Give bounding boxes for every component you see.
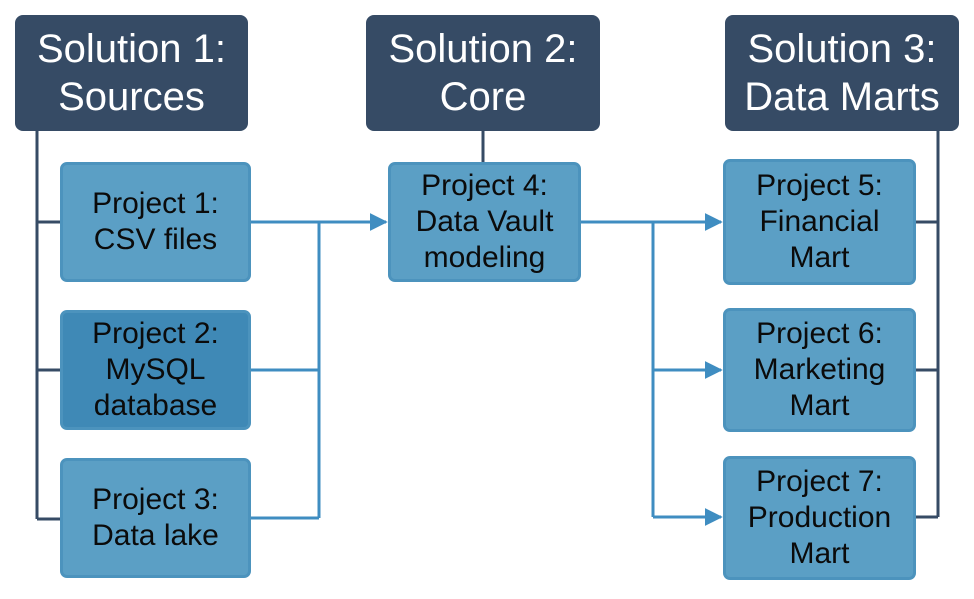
project-7-production-mart-box[interactable]: Project 7: Production Mart [723,456,916,580]
project-4-data-vault-modeling-box[interactable]: Project 4: Data Vault modeling [388,162,581,282]
project-2-mysql-database-box[interactable]: Project 2: MySQL database [60,310,251,430]
project-5-financial-mart-box[interactable]: Project 5: Financial Mart [723,159,916,285]
solution-1-sources-box[interactable]: Solution 1: Sources [15,15,248,131]
flow-connector-core-to-marts [581,213,723,526]
project-1-csv-files-box[interactable]: Project 1: CSV files [60,162,251,282]
hierarchy-connector-solution-1 [35,131,60,521]
solution-2-core-box[interactable]: Solution 2: Core [366,15,600,131]
flow-connector-sources-to-core [251,213,388,520]
solution-3-data-marts-box[interactable]: Solution 3: Data Marts [725,15,959,131]
project-3-data-lake-box[interactable]: Project 3: Data lake [60,458,251,578]
hierarchy-connector-solution-3 [916,131,940,519]
project-6-marketing-mart-box[interactable]: Project 6: Marketing Mart [723,308,916,432]
